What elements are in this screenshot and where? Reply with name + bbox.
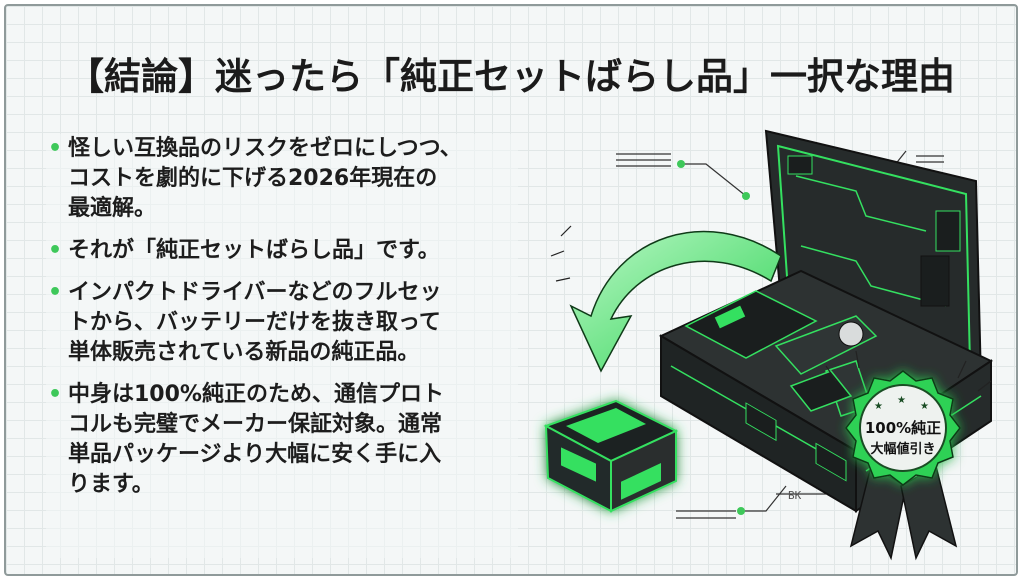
badge-line-2: 大幅値引き: [870, 441, 935, 457]
bullet-4-line-3: 単品パッケージより大幅に安く手に入: [68, 442, 442, 467]
svg-text:★: ★: [920, 401, 929, 412]
bullet-dot-icon: •: [48, 136, 63, 161]
bullet-4-line-2: コルも完璧でメーカー保証対象。通常: [68, 412, 443, 437]
svg-text:★: ★: [874, 401, 883, 412]
svg-text:★: ★: [897, 395, 906, 406]
slide-canvas: 【結論】迷ったら「純正セットばらし品」一択な理由 • 怪しい互換品のリスクをゼロ…: [4, 4, 1018, 576]
bullet-2-line-1: それが「純正セットばらし品」です。: [68, 238, 440, 263]
bullet-dot-icon: •: [48, 238, 63, 263]
bullet-item-3: • インパクトドライバーなどのフルセッ トから、バッテリーだけを抜き取って 単体…: [46, 278, 518, 368]
bullet-1-line-2: コストを劇的に下げる2026年現在の: [68, 166, 438, 191]
motion-lines: [550, 225, 572, 282]
bullet-1-line-3: 最適解。: [68, 196, 157, 221]
bullet-item-1: • 怪しい互換品のリスクをゼロにしつつ、 コストを劇的に下げる2026年現在の …: [46, 134, 518, 224]
annotation-dot: [742, 192, 750, 200]
bullet-item-4: • 中身は100%純正のため、通信プロト コルも完璧でメーカー保証対象。通常 単…: [46, 380, 518, 500]
bullet-dot-icon: •: [48, 382, 63, 407]
annotation-lines: [616, 150, 944, 519]
bullet-item-2: • それが「純正セットばらし品」です。: [46, 236, 518, 266]
curved-arrow-icon: [569, 230, 782, 373]
text-panel: • 怪しい互換品のリスクをゼロにしつつ、 コストを劇的に下げる2026年現在の …: [46, 134, 518, 558]
bullet-3-line-3: 単体販売されている新品の純正品。: [68, 340, 420, 365]
bullet-3-line-2: トから、バッテリーだけを抜き取って: [68, 310, 441, 335]
bullet-3-line-1: インパクトドライバーなどのフルセッ: [68, 280, 442, 305]
badge-line-1: 100%純正: [865, 419, 941, 437]
bullet-1-line-1: 怪しい互換品のリスクをゼロにしつつ、: [68, 136, 462, 161]
case-lid: [764, 129, 983, 383]
bullet-list: • 怪しい互換品のリスクをゼロにしつつ、 コストを劇的に下げる2026年現在の …: [46, 134, 518, 500]
bullet-4-line-1: 中身は100%純正のため、通信プロト: [68, 382, 444, 407]
annotation-dot: [677, 160, 685, 168]
battery-icon: [543, 399, 679, 513]
bullet-dot-icon: •: [48, 280, 63, 305]
bullet-4-line-4: ります。: [68, 472, 154, 497]
tool-case-illustration: BK: [543, 129, 994, 561]
annotation-dot: [737, 507, 745, 515]
ribbon-award-icon: ★ ★ ★ 100%純正 大幅値引き: [825, 350, 992, 561]
annotation-label: BK: [788, 489, 802, 502]
page-title: 【結論】迷ったら「純正セットばらし品」一択な理由: [67, 55, 955, 98]
